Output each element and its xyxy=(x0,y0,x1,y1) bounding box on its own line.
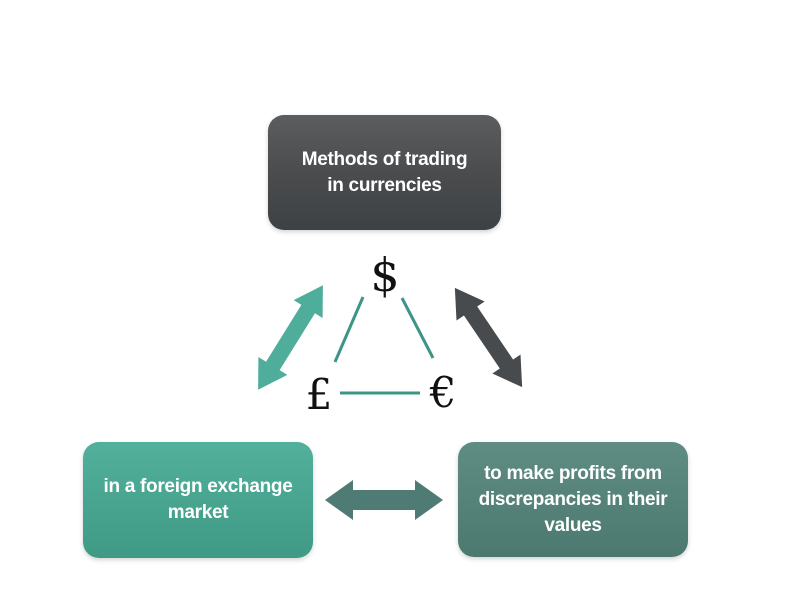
forex-market-box-line-1: in a foreign exchange xyxy=(103,476,293,497)
dollar-symbol: $ xyxy=(370,248,400,302)
euro-symbol: € xyxy=(429,368,457,417)
profits-box-line-1: to make profits from xyxy=(484,462,662,484)
profits-box: to make profits from discrepancies in th… xyxy=(458,442,688,557)
title-box: Methods of trading in currencies xyxy=(268,115,501,230)
forex-market-box-line-2: market xyxy=(167,502,229,523)
pound-symbol: £ xyxy=(305,370,333,419)
title-box-line-2: in currencies xyxy=(327,174,442,196)
middle-exchange-arrow-icon xyxy=(325,480,443,520)
profits-box-line-3: values xyxy=(544,514,602,536)
profits-box-line-2: discrepancies in their xyxy=(478,488,668,510)
title-box-line-1: Methods of trading xyxy=(301,148,468,170)
forex-market-box: in a foreign exchange market xyxy=(83,442,313,558)
